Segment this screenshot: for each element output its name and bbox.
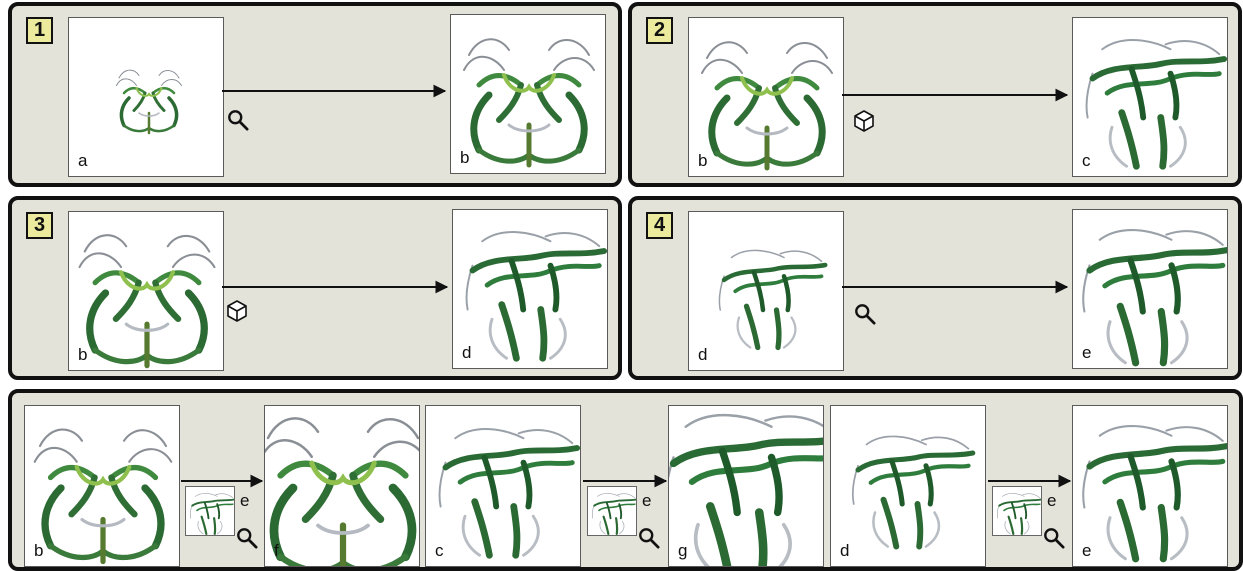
image-label: e	[1082, 541, 1091, 561]
image-source: d	[830, 405, 986, 567]
image-label: g	[678, 541, 687, 561]
thumbnail-label: e	[642, 491, 651, 511]
vessel-render-image	[69, 212, 223, 370]
image-label: c	[1082, 151, 1091, 171]
image-source: c	[425, 405, 581, 567]
image-result: g	[668, 405, 824, 567]
image-source: b	[688, 17, 844, 177]
magnifier-icon	[236, 527, 258, 549]
panel-number-badge: 4	[646, 212, 673, 239]
cube-icon	[225, 299, 249, 323]
image-result: d	[452, 209, 608, 369]
panel-3: 3 b d	[8, 196, 622, 380]
vessel-render-image	[588, 487, 636, 535]
image-label: b	[78, 345, 87, 365]
thumbnail-label: e	[240, 491, 249, 511]
vessel-render-image	[25, 406, 179, 566]
panel-1: 1 a b	[8, 2, 622, 187]
image-label: e	[1082, 343, 1091, 363]
thumbnail-image	[992, 486, 1042, 536]
image-label: d	[698, 345, 707, 365]
image-result: f	[264, 405, 420, 567]
vessel-render-image	[669, 406, 823, 566]
image-label: b	[460, 148, 469, 168]
magnifier-icon	[638, 527, 660, 549]
thumbnail-image	[587, 486, 637, 536]
magnifier-icon	[1043, 527, 1065, 549]
thumbnail-image	[185, 486, 235, 536]
panel-number-badge: 2	[646, 17, 673, 44]
image-result: c	[1072, 17, 1228, 177]
image-label: f	[274, 541, 279, 561]
image-label: c	[435, 541, 444, 561]
image-label: b	[34, 541, 43, 561]
panel-number-badge: 1	[26, 17, 53, 44]
vessel-render-image	[426, 406, 580, 566]
vessel-render-image	[451, 15, 605, 173]
vessel-render-image	[993, 487, 1041, 535]
image-source: a	[68, 17, 224, 177]
image-result: e	[1072, 209, 1228, 369]
magnifier-icon	[854, 303, 876, 325]
vessel-render-image	[265, 406, 419, 566]
image-result: e	[1072, 405, 1228, 567]
panel-number-badge: 3	[26, 212, 53, 239]
image-label: d	[462, 343, 471, 363]
image-source: b	[24, 405, 180, 567]
cube-icon	[852, 109, 876, 133]
vessel-render-image	[186, 487, 234, 535]
panel-4: 4 d e	[628, 196, 1242, 380]
vessel-render-image	[1073, 18, 1227, 176]
thumbnail-label: e	[1047, 491, 1056, 511]
vessel-render-image	[453, 210, 607, 368]
image-source: b	[68, 211, 224, 371]
vessel-render-image	[689, 18, 843, 176]
image-result: b	[450, 14, 606, 174]
image-label: a	[78, 151, 87, 171]
vessel-render-image	[831, 406, 985, 566]
image-label: d	[840, 541, 849, 561]
vessel-render-image	[1073, 210, 1227, 368]
panel-5: 5 b e f c e g d e e	[8, 389, 1243, 571]
vessel-render-image	[1073, 406, 1227, 566]
image-label: b	[698, 151, 707, 171]
vessel-render-image	[689, 212, 843, 370]
image-source: d	[688, 211, 844, 371]
vessel-render-image	[69, 18, 223, 176]
panel-2: 2 b c	[628, 2, 1242, 187]
magnifier-icon	[227, 109, 249, 131]
